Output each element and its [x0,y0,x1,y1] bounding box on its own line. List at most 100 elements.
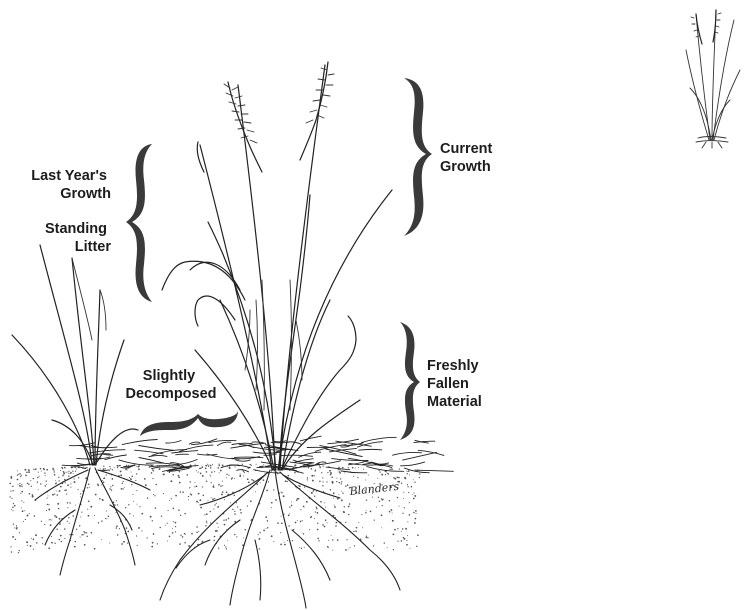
soil-dot [44,524,45,525]
soil-dot [381,474,383,476]
soil-dot [188,545,190,547]
soil-dot [217,506,219,508]
soil-dot [81,511,82,512]
soil-dot [224,545,225,546]
soil-dot [103,468,105,470]
soil-dot [316,512,318,514]
soil-dot [414,495,416,497]
soil-dot [271,507,272,508]
soil-dot [150,516,152,518]
soil-dot [281,492,282,493]
soil-dot [106,510,107,511]
soil-dot [222,485,223,486]
soil-dot [66,494,67,495]
soil-dot [345,522,346,523]
soil-dot [240,475,241,476]
soil-dot [251,520,252,521]
soil-dot [54,472,55,473]
soil-dot [222,481,223,482]
soil-dot [330,472,332,474]
soil-dot [53,470,54,471]
soil-dot [353,531,354,532]
soil-dot [339,482,341,484]
soil-dot [69,523,70,524]
soil-dot [268,481,269,482]
soil-dot [175,526,176,527]
soil-dot [370,511,372,513]
soil-dot [60,535,62,537]
soil-dot [214,498,215,499]
soil-dot [398,506,399,507]
soil-dot [117,534,119,536]
soil-dot [338,467,340,469]
soil-dot [409,514,411,516]
soil-dot [285,480,287,482]
soil-dot [401,540,403,542]
soil-dot [165,525,166,526]
litter-fragment [393,452,422,455]
soil-dot [73,478,74,479]
soil-dot [222,491,224,493]
soil-dot [74,481,76,483]
soil-dot [111,489,113,491]
soil-dot [229,467,231,469]
soil-dot [389,511,391,513]
soil-dot [46,480,47,481]
soil-dot [198,493,200,495]
soil-dot [172,532,174,534]
soil-dot [175,531,176,532]
soil-dot [218,465,220,467]
freshly-fallen-label: Freshly Fallen Material [427,358,483,410]
soil-dot [84,544,86,546]
soil-dot [393,549,394,550]
soil-dot [363,469,364,470]
soil-dot [157,543,158,544]
litter-fragment [367,467,404,472]
soil-dot [172,508,174,510]
soil-dot [59,523,60,524]
soil-dot [213,509,214,510]
litter-fragment [295,459,314,463]
soil-dot [346,539,347,540]
soil-dot [141,530,142,531]
soil-dot [408,470,410,472]
soil-dot [147,497,148,498]
soil-dot [48,509,50,511]
freshly-fallen-brace [400,322,420,440]
soil-dot [268,465,269,466]
soil-dot [211,471,213,473]
soil-dot [46,469,48,471]
soil-dot [399,468,400,469]
soil-dot [280,544,282,546]
soil-dot [146,537,147,538]
soil-dot [280,532,281,533]
litter-fragment [359,449,382,450]
soil-dot [194,486,195,487]
soil-dot [357,477,358,478]
soil-dot [336,522,338,524]
soil-dot [69,534,70,535]
soil-dot [218,547,219,548]
soil-dot [222,464,224,466]
soil-dot [389,469,391,471]
soil-dot [255,491,256,492]
soil-dot [76,469,77,470]
soil-dot [110,486,111,487]
soil-dot [179,543,181,545]
soil-dot [348,506,350,508]
soil-dot [127,542,128,543]
soil-dot [205,465,207,467]
soil-dot [322,477,323,478]
soil-dot [151,546,153,548]
soil-dot [64,479,66,481]
soil-dot [358,522,359,523]
soil-dot [11,509,12,510]
soil-dot [124,487,125,488]
soil-dot [55,480,56,481]
soil-dot [126,527,128,529]
soil-dot [259,532,260,533]
litter-fragment [320,446,356,455]
soil-dot [169,500,170,501]
soil-dot [15,539,16,540]
soil-dot [406,544,408,546]
